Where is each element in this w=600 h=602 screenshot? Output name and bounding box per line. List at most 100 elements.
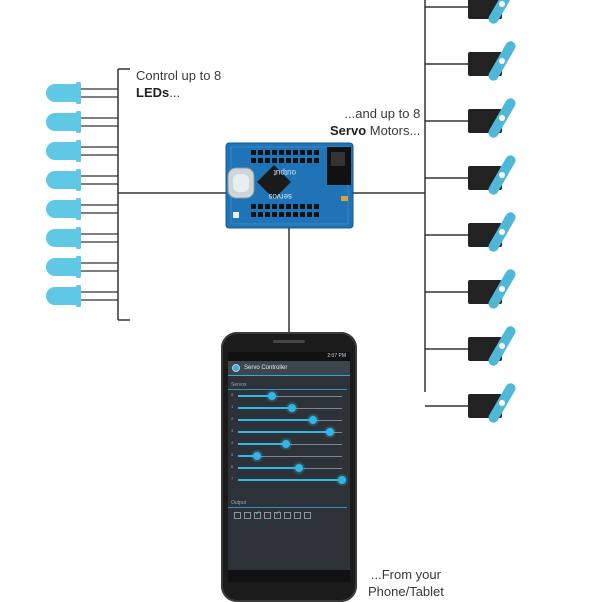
header-pin	[286, 150, 291, 155]
led	[46, 256, 118, 278]
controller-board: output servos	[225, 142, 354, 229]
output-checkbox[interactable]	[274, 509, 281, 519]
action-bar: Servo Controller	[228, 361, 350, 376]
slider-label: 1	[231, 404, 234, 409]
slider-label: 3	[231, 428, 234, 433]
header-pin	[279, 212, 284, 217]
header-pin	[307, 204, 312, 209]
servo	[425, 269, 516, 309]
slider-thumb[interactable]	[338, 476, 346, 484]
slider-thumb[interactable]	[295, 464, 304, 472]
header-pin	[293, 212, 298, 217]
caption-leds: Control up to 8 LEDs...	[136, 67, 221, 101]
output-checkbox[interactable]	[264, 512, 271, 519]
caption-phone-line1: ...From your	[370, 567, 441, 582]
output-checkbox[interactable]	[234, 512, 241, 519]
header-pin	[251, 150, 256, 155]
slider-thumb[interactable]	[288, 404, 297, 412]
slider-label: 4	[231, 440, 234, 445]
led	[46, 82, 118, 104]
header-pin	[272, 204, 277, 209]
header-pin	[258, 158, 263, 163]
slider-track	[238, 456, 342, 457]
servo	[425, 383, 516, 423]
servo-slider[interactable]: 6	[228, 462, 350, 474]
servo	[425, 0, 516, 24]
header-pin	[258, 204, 263, 209]
slider-track	[238, 444, 342, 445]
header-pin	[286, 212, 291, 217]
servo	[425, 212, 516, 252]
servo-slider[interactable]: 3	[228, 426, 350, 438]
header-pin	[300, 212, 305, 217]
header-pin	[272, 212, 277, 217]
slider-label: 2	[231, 416, 234, 421]
caption-servos: ...and up to 8 Servo Motors...	[330, 105, 420, 139]
header-pin	[258, 150, 263, 155]
servo-slider[interactable]: 7	[228, 474, 350, 486]
slider-thumb[interactable]	[308, 416, 317, 424]
output-checkbox[interactable]	[244, 512, 251, 519]
nav-bar	[228, 570, 350, 582]
slider-fill	[238, 479, 342, 481]
app-title: Servo Controller	[244, 365, 288, 371]
servo-slider[interactable]: 2	[228, 414, 350, 426]
board-label-output: output	[273, 168, 296, 177]
slider-label: 7	[231, 476, 234, 481]
status-bar: 2:07 PM	[228, 352, 350, 361]
servo-slider[interactable]: 0	[228, 390, 350, 402]
led	[46, 198, 118, 220]
led	[46, 285, 118, 307]
led	[46, 140, 118, 162]
header-pin	[272, 150, 277, 155]
header-pin	[279, 158, 284, 163]
led-bracket	[117, 68, 130, 321]
slider-track	[238, 396, 342, 397]
servo-array	[425, 0, 516, 423]
caption-phone-line2: Phone/Tablet	[368, 584, 444, 599]
servo-slider[interactable]: 1	[228, 402, 350, 414]
status-time: 2:07 PM	[327, 353, 346, 359]
led	[46, 111, 118, 133]
header-pin	[279, 150, 284, 155]
servo-slider[interactable]: 5	[228, 450, 350, 462]
slider-fill	[238, 395, 273, 397]
header-pin	[279, 204, 284, 209]
slider-fill	[238, 467, 300, 469]
slider-list: 0 1 2 3 4 5 6 7	[228, 390, 350, 486]
phone-screen: 2:07 PM Servo Controller Servos 0 1 2 3 4 5 6 7…	[228, 352, 350, 582]
slider-thumb[interactable]	[325, 428, 334, 436]
output-checkbox[interactable]	[284, 512, 291, 519]
header-pin	[307, 158, 312, 163]
header-pin	[293, 150, 298, 155]
header-pin	[251, 212, 256, 217]
caption-servos-line1: ...and up to 8	[344, 106, 421, 121]
output-checkbox[interactable]	[254, 509, 261, 519]
header-pin	[300, 150, 305, 155]
servo-slider[interactable]: 4	[228, 438, 350, 450]
header-pin	[251, 158, 256, 163]
output-checkboxes	[228, 508, 350, 519]
app-icon	[232, 364, 240, 372]
slider-thumb[interactable]	[268, 392, 277, 400]
slider-fill	[238, 443, 286, 445]
header-pin	[293, 204, 298, 209]
caption-leds-line1: Control up to 8	[136, 68, 222, 83]
slider-fill	[238, 431, 330, 433]
slider-fill	[238, 455, 257, 457]
slider-thumb[interactable]	[252, 452, 261, 460]
slider-label: 0	[231, 392, 234, 397]
caption-phone: ...From your Phone/Tablet	[368, 566, 444, 600]
servos-section-label: Servos	[228, 382, 347, 390]
led-array	[46, 82, 118, 307]
caption-leds-bold: LEDs	[136, 85, 170, 100]
servo	[425, 98, 516, 138]
phone: 2:07 PM Servo Controller Servos 0 1 2 3 4 5 6 7…	[221, 332, 357, 602]
slider-label: 6	[231, 464, 234, 469]
output-checkbox[interactable]	[304, 512, 311, 519]
slider-thumb[interactable]	[281, 440, 290, 448]
output-checkbox[interactable]	[294, 512, 301, 519]
caption-leds-line2: LEDs...	[136, 84, 221, 101]
header-pin	[251, 204, 256, 209]
